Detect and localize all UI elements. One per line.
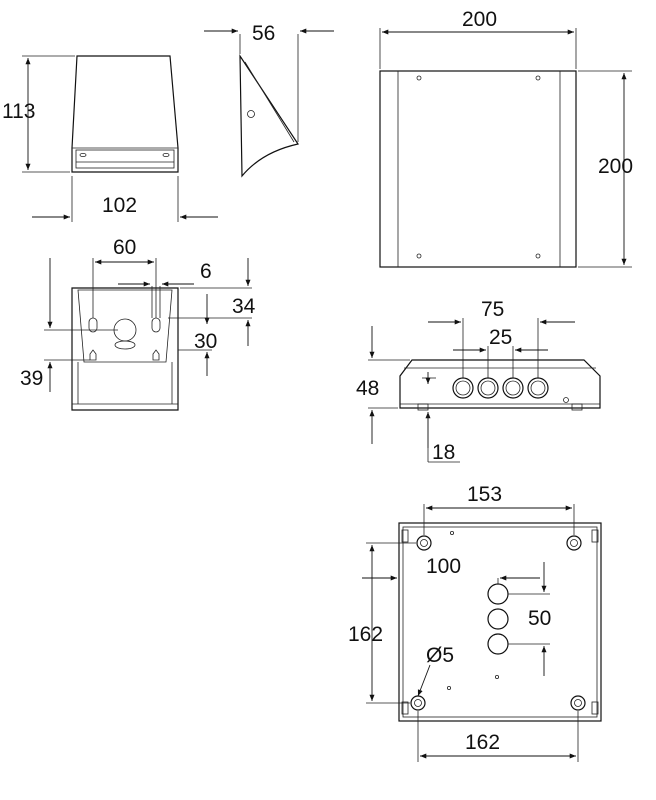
dim-side-depth: 56 [204,22,334,142]
dim-base-153: 153 [423,483,575,535]
dim-label-48: 48 [356,377,379,400]
dim-box-75: 75 [428,298,575,378]
dim-box-25: 25 [453,326,548,378]
dim-label-30: 30 [194,330,217,353]
bottom-view [71,287,179,411]
dim-base-50: 50 [508,562,551,676]
dim-label-60: 60 [113,236,136,259]
dim-bottom-60: 60 [92,236,157,318]
dim-base-100: 100 [362,555,540,584]
dim-box-18: 18 [422,372,460,464]
dim-box-48: 48 [356,326,410,444]
junction-box-view [399,359,601,411]
dim-label-50: 50 [528,607,551,630]
dim-label-6: 6 [200,260,212,283]
dim-label-162-height: 162 [348,623,383,646]
dim-base-diameter-5: Ø5 [417,644,454,697]
dim-bottom-6: 6 [118,260,212,318]
front-view [71,55,179,173]
dim-label-200-width: 200 [462,8,497,31]
dim-front-width: 102 [32,176,218,222]
dim-label-diameter-5: Ø5 [426,644,454,667]
back-plate-view [379,70,577,268]
dim-label-153: 153 [467,483,502,506]
dim-bottom-34: 34 [168,258,256,346]
dim-base-162-width: 162 [417,711,579,762]
side-view [239,53,299,178]
dim-plate-height: 200 [578,70,633,268]
dim-label-200-height: 200 [598,155,633,178]
dim-label-113: 113 [2,100,35,123]
base-plate-view [398,522,602,722]
dim-label-102: 102 [102,194,137,217]
dim-label-25: 25 [489,326,512,349]
dim-label-39: 39 [20,367,43,390]
dim-front-height: 113 [2,55,75,173]
dim-label-100: 100 [426,555,461,578]
dim-bottom-39: 39 [20,258,118,392]
dim-label-162-width: 162 [465,731,500,754]
dim-label-34: 34 [232,295,256,318]
dim-label-18: 18 [432,441,455,464]
dim-label-75: 75 [481,298,504,321]
dim-bottom-30: 30 [178,294,217,376]
dim-plate-width: 200 [379,8,577,69]
dim-label-56: 56 [252,22,275,45]
dim-base-162-height: 162 [348,542,416,704]
